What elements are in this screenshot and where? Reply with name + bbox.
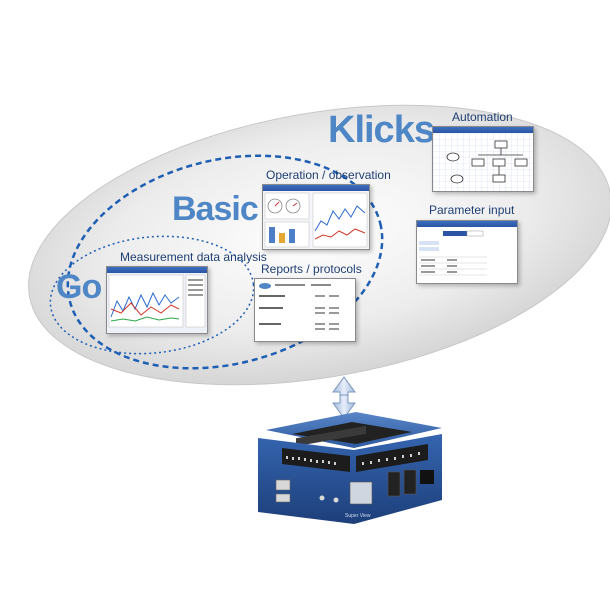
operation-screenshot <box>262 184 370 250</box>
basic-scope-dashed <box>66 154 384 370</box>
device-brand-label: Super View <box>345 513 371 519</box>
operation-thumbnail <box>263 191 369 249</box>
automation-caption: Automation <box>452 110 513 124</box>
io-device-image <box>258 412 442 524</box>
tier-basic-label: Basic <box>172 190 259 228</box>
tier-go-label: Go <box>56 268 102 306</box>
reports-screenshot <box>254 278 356 342</box>
double-arrow-icon <box>332 376 356 419</box>
operation-caption: Operation / observation <box>266 168 391 182</box>
flowchart-thumbnail <box>433 133 533 191</box>
automation-screenshot <box>432 126 534 192</box>
report-thumbnail <box>255 279 355 341</box>
go-scope-dotted <box>49 235 255 355</box>
parameter-thumbnail <box>417 227 517 283</box>
measurement-screenshot <box>106 266 208 334</box>
measurement-thumbnail <box>107 273 207 333</box>
parameter-screenshot <box>416 220 518 284</box>
measurement-caption: Measurement data analysis <box>120 250 267 264</box>
tier-klicks-label: Klicks <box>328 109 435 151</box>
parameter-caption: Parameter input <box>429 203 515 217</box>
reports-caption: Reports / protocols <box>261 262 362 276</box>
